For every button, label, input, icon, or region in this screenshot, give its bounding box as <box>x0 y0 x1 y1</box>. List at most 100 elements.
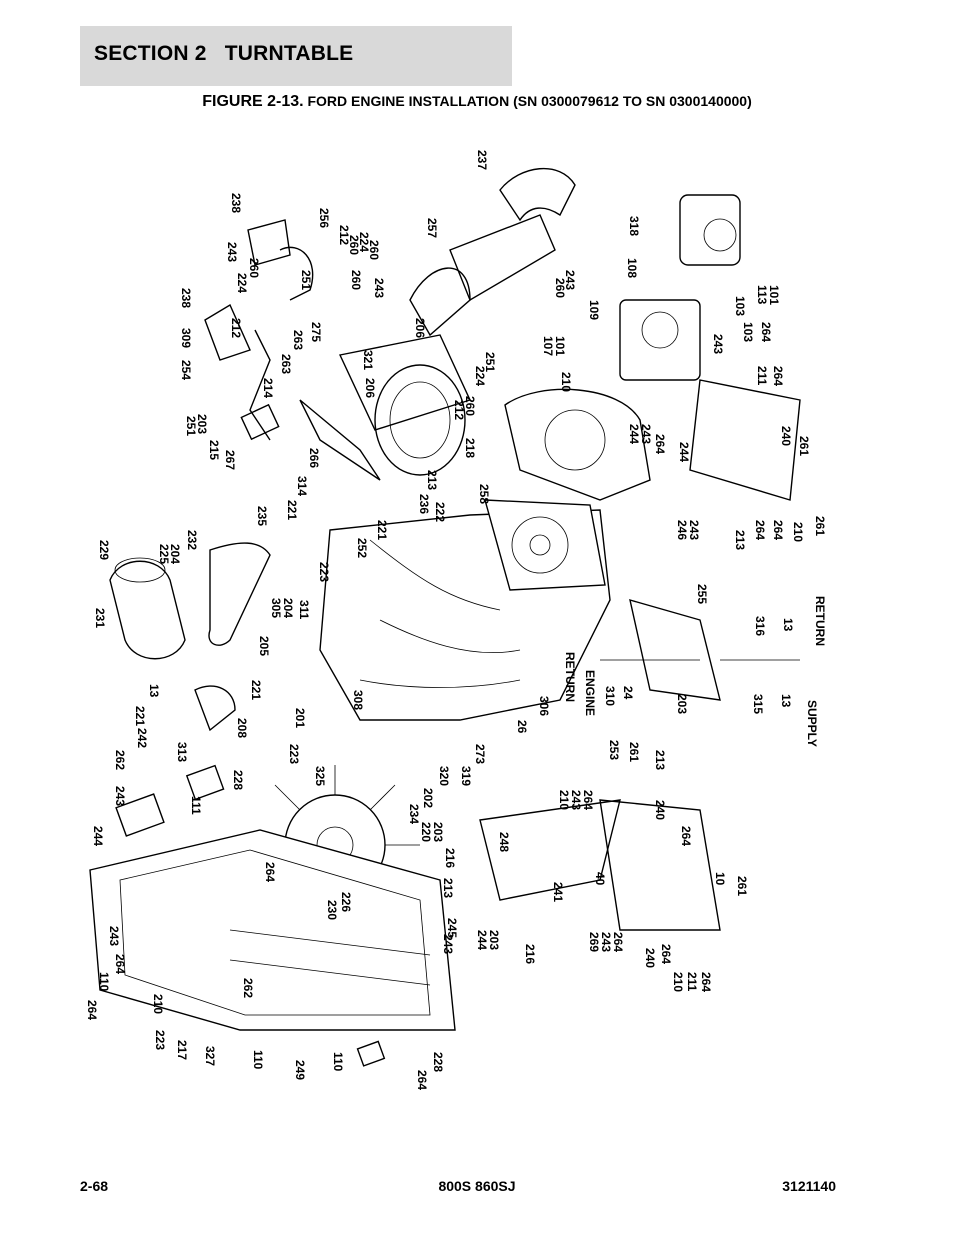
callout-260: 260 <box>247 258 261 278</box>
callout-315: 203 <box>675 694 689 714</box>
callout-210: 264 <box>771 366 785 386</box>
callout-212: 264 <box>415 1070 429 1090</box>
callout-221: 314 <box>295 476 309 496</box>
callout-243: 244 <box>627 424 641 444</box>
callout-203: 244 <box>475 930 489 950</box>
callout-264: 243 <box>639 424 653 444</box>
callout-203: 220 <box>419 822 433 842</box>
callout-255: 205 <box>257 636 271 656</box>
callout-212: 212 <box>229 318 243 338</box>
callout-243: 243 <box>372 278 386 298</box>
callout-103: 101 <box>767 285 781 305</box>
callout-275: 275 <box>309 322 323 342</box>
callout-201: 208 <box>235 718 249 738</box>
callout-248: 264 <box>679 826 693 846</box>
callout-269: 216 <box>523 944 537 964</box>
callout-216: 203 <box>431 822 445 842</box>
callout-244: 264 <box>653 434 667 454</box>
callout-244: 213 <box>441 878 455 898</box>
callout-208: 262 <box>113 750 127 770</box>
callout-113: 103 <box>733 296 747 316</box>
callout-216: 203 <box>487 930 501 950</box>
callout-319: 273 <box>473 744 487 764</box>
callout-24: 13 <box>781 618 795 632</box>
callout-314: 258 <box>477 484 491 504</box>
callout-321: 321 <box>361 350 375 370</box>
label-engine: ENGINE <box>583 670 597 716</box>
page-number: 2-68 <box>80 1178 109 1194</box>
callout-229: 221 <box>375 520 389 540</box>
callout-246: 213 <box>733 530 747 550</box>
callout-224: 224 <box>235 273 249 293</box>
callout-263: 263 <box>291 330 305 350</box>
callout-264: 110 <box>97 972 111 992</box>
callout-262: 242 <box>135 728 149 748</box>
label-return: RETURN <box>813 596 827 646</box>
callout-218: 266 <box>307 448 321 468</box>
callout-253: 216 <box>443 848 457 868</box>
callout-221: 13 <box>147 684 161 698</box>
callout-264: 211 <box>755 366 769 386</box>
callout-266: 267 <box>223 450 237 470</box>
callout-217: 223 <box>153 1030 167 1050</box>
callout-212: 212 <box>452 400 466 420</box>
callout-109: 108 <box>625 258 639 278</box>
callout-110: 249 <box>293 1060 307 1080</box>
callout-110: 264 <box>113 954 127 974</box>
callout-212: 212 <box>337 225 351 245</box>
callout-230: 264 <box>263 862 277 882</box>
callout-316: 255 <box>695 584 709 604</box>
callout-311: 223 <box>317 562 331 582</box>
callout-228: 313 <box>175 742 189 762</box>
callout-263: 263 <box>279 354 293 374</box>
callout-103: 101 <box>553 336 567 356</box>
callout-318: 218 <box>463 438 477 458</box>
callout-107: 109 <box>587 300 601 320</box>
callout-222: 236 <box>417 494 431 514</box>
callout-206: 206 <box>413 318 427 338</box>
callout-24: 310 <box>603 686 617 706</box>
callout-264: 243 <box>569 790 583 810</box>
callout-240: 244 <box>677 442 691 462</box>
callout-260: 260 <box>349 270 363 290</box>
callout-306: 26 <box>515 720 529 734</box>
callout-264: 240 <box>643 948 657 968</box>
callout-258: 222 <box>433 502 447 522</box>
callout-210: 264 <box>85 1000 99 1020</box>
callout-234: 202 <box>421 788 435 808</box>
callout-110: 327 <box>203 1046 217 1066</box>
callout-223: 262 <box>241 978 255 998</box>
callout-237: 237 <box>475 150 489 170</box>
callout-267: 215 <box>207 440 221 460</box>
callout-228: 110 <box>331 1052 345 1072</box>
callout-264: 111 <box>189 796 203 815</box>
callout-261: 253 <box>607 740 621 760</box>
callout-243: 245 <box>445 918 459 938</box>
callout-305: 311 <box>297 600 311 620</box>
model-name: 800S 860SJ <box>438 1178 516 1194</box>
callout-264: 228 <box>431 1052 445 1072</box>
callout-210: 213 <box>653 750 667 770</box>
callout-264: 103 <box>741 322 755 342</box>
callout-243: 246 <box>675 520 689 540</box>
callout-243: 269 <box>587 932 601 952</box>
callout-101: 113 <box>755 285 769 305</box>
callout-257: 257 <box>425 218 439 238</box>
figure-caption: FORD ENGINE INSTALLATION (SN 0300079612 … <box>307 93 752 109</box>
callout-220: 234 <box>407 804 421 824</box>
callout-261: 210 <box>791 522 805 542</box>
callout-224: 224 <box>357 232 371 252</box>
callout-241: 226 <box>339 892 353 912</box>
callout-238: 238 <box>229 193 243 213</box>
callout-262: 210 <box>151 994 165 1014</box>
callout-26: 13 <box>779 694 793 708</box>
callout-245: 243 <box>107 926 121 946</box>
callout-243: 243 <box>225 242 239 262</box>
callout-264: 243 <box>441 934 455 954</box>
callout-256: 256 <box>317 208 331 228</box>
callout-240: 264 <box>581 790 595 810</box>
diagram-artwork <box>89 167 801 1067</box>
callout-224: 224 <box>473 366 487 386</box>
callout-261: 240 <box>779 426 793 446</box>
callout-243: 228 <box>231 770 245 790</box>
